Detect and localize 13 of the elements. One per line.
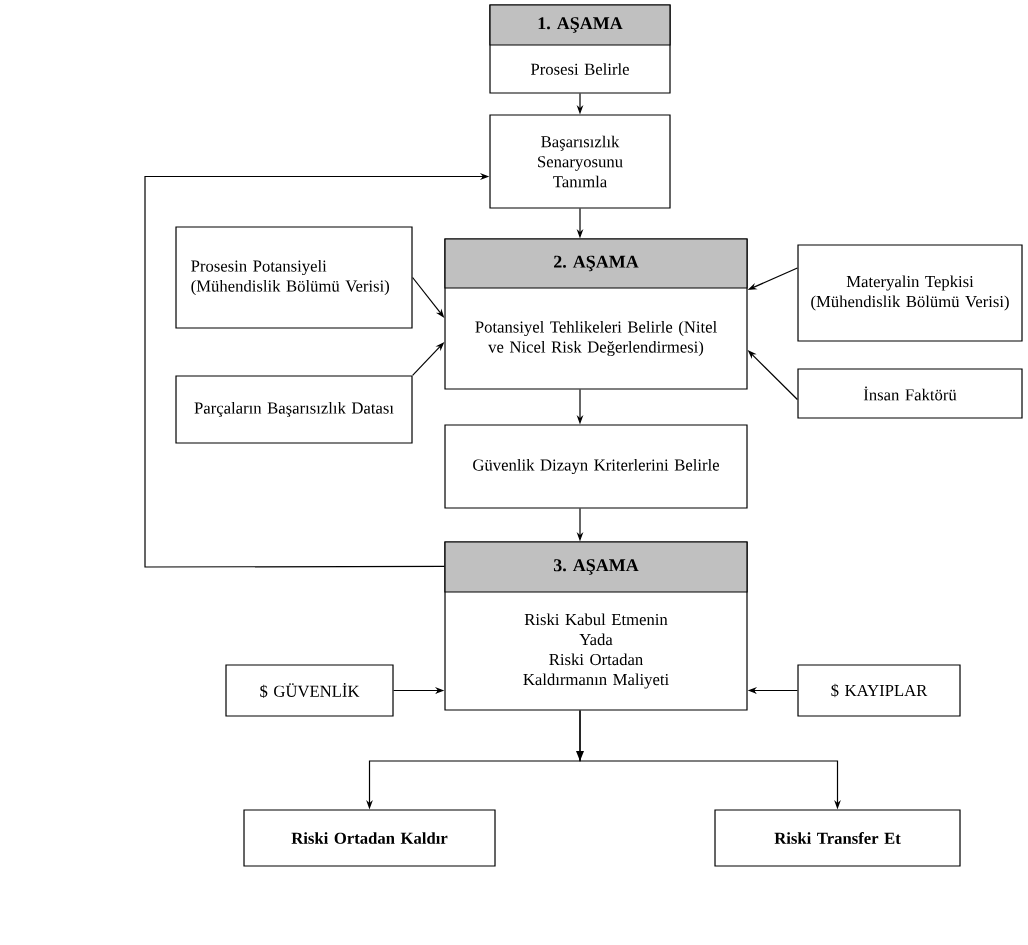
- outcome-box: Riski Transfer Et: [714, 809, 961, 867]
- stage-box: 2. AŞAMA Potansiyel Tehlikeleri Belirle (Nitel ve Nicel Risk Değerlendirmesi): [444, 238, 748, 390]
- outcome-box: Riski Ortadan Kaldır: [243, 809, 496, 867]
- stage-box: 3. AŞAMA Riski Kabul Etmenin Yada Riski Ortadan Kaldırmanın Maliyeti: [444, 541, 748, 711]
- input-box: $ KAYIPLAR: [797, 664, 961, 717]
- process-box: Başarısızlık Senaryosunu Tanımla: [489, 114, 671, 209]
- stage-box: 1. AŞAMA Prosesi Belirle: [489, 4, 671, 94]
- input-box: Materyalin Tepkisi (Mühendislik Bölümü Verisi): [797, 244, 1023, 342]
- input-box: İnsan Faktörü: [797, 368, 1023, 419]
- input-box: $ GÜVENLİK: [225, 664, 394, 717]
- process-box: Güvenlik Dizayn Kriterlerini Belirle: [444, 424, 748, 509]
- input-box: Prosesin Potansiyeli (Mühendislik Bölümü Verisi): [175, 226, 413, 329]
- input-box: Parçaların Başarısızlık Datası: [175, 375, 413, 444]
